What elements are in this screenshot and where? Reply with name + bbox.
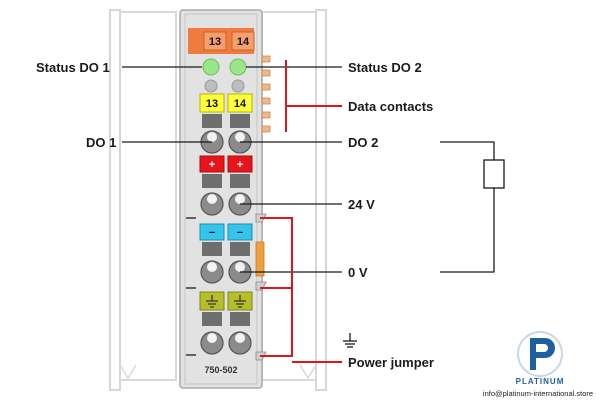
- brand-email: info@platinum-international.store: [483, 389, 593, 398]
- slot-right-4: [230, 312, 250, 326]
- ground-icon: [343, 333, 357, 348]
- slot-left-4: [202, 312, 222, 326]
- label-do2: DO 2: [348, 135, 378, 150]
- status-led-do2: [229, 58, 247, 76]
- load-resistor-icon: [483, 159, 505, 189]
- slot-left-1: [202, 114, 222, 128]
- top-marker-right-label: 14: [237, 36, 250, 48]
- yellow-marker-right: [227, 93, 253, 113]
- ground-marker-icons: [206, 295, 246, 308]
- label-0v: 0 V: [348, 265, 368, 280]
- brand-name: PLATINUM: [516, 377, 565, 386]
- side-connector: [255, 241, 265, 277]
- data-contact-tabs: [261, 55, 271, 133]
- plus-marker-right-label: +: [237, 159, 243, 171]
- label-24v: 24 V: [348, 197, 375, 212]
- slot-right-1: [230, 114, 250, 128]
- load-circuit: [440, 141, 505, 273]
- led-off-right: [231, 79, 245, 93]
- minus-marker-right-label: −: [237, 227, 243, 239]
- plus-marker-left-label: +: [209, 159, 215, 171]
- slot-right-3: [230, 242, 250, 256]
- top-marker-right: [231, 31, 255, 51]
- yellow-marker-right-label: 14: [234, 98, 247, 110]
- minus-marker-left: [199, 223, 225, 241]
- jumper-contact-2: [255, 281, 267, 291]
- label-data-contacts: Data contacts: [348, 99, 433, 114]
- label-do1: DO 1: [86, 135, 116, 150]
- model-number: 750-502: [204, 365, 237, 375]
- status-led-do1: [202, 58, 220, 76]
- yellow-marker-left-label: 13: [206, 98, 218, 110]
- minus-marker-left-label: −: [209, 227, 215, 239]
- plus-marker-right: [227, 155, 253, 173]
- label-status-do1: Status DO 1: [36, 60, 110, 75]
- slot-left-2: [202, 174, 222, 188]
- slot-left-3: [202, 242, 222, 256]
- led-off-left: [204, 79, 218, 93]
- ground-clamps: [200, 331, 252, 355]
- logo-ring-icon: [517, 331, 563, 377]
- label-power-jumper: Power jumper: [348, 355, 434, 370]
- red-brackets: [260, 60, 342, 363]
- top-marker-left-label: 13: [209, 36, 221, 48]
- logo-p-icon: [530, 338, 555, 370]
- io-module: 13 14 13 14 +: [179, 9, 271, 389]
- label-status-do2: Status DO 2: [348, 60, 422, 75]
- slot-right-2: [230, 174, 250, 188]
- minus-marker-right: [227, 223, 253, 241]
- yellow-marker-left: [199, 93, 225, 113]
- brand-logo: PLATINUM info@platinum-international.sto…: [483, 331, 593, 398]
- top-marker-left: [203, 31, 227, 51]
- plus-marker-left: [199, 155, 225, 173]
- v24-clamps: [200, 192, 252, 216]
